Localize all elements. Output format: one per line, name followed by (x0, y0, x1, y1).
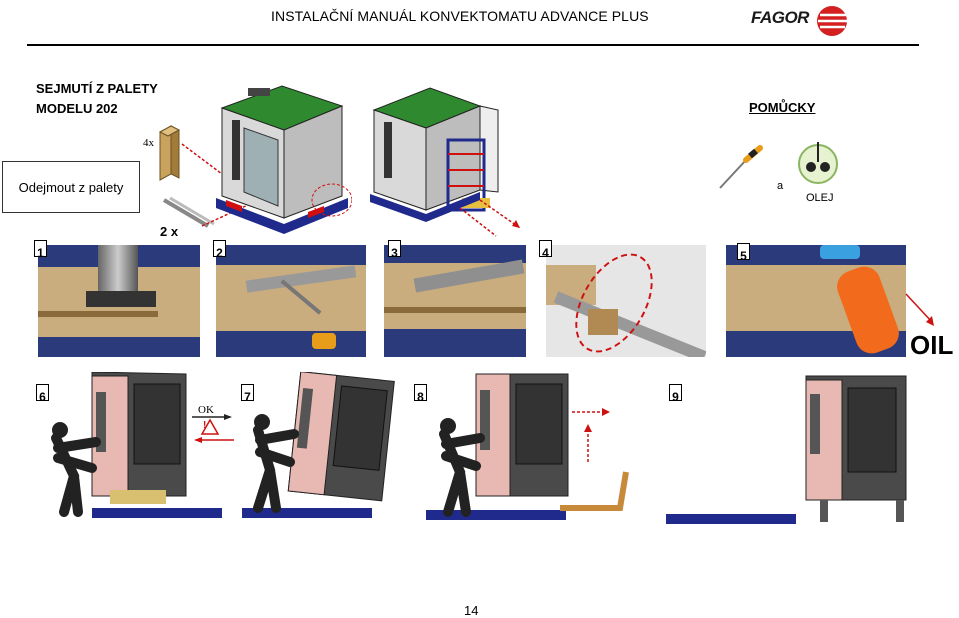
section-title-line2: MODELU 202 (36, 101, 118, 116)
brand-wordmark: FAGOR (751, 8, 809, 27)
rails-icon (162, 196, 215, 228)
step-5-photo (726, 245, 906, 357)
step-number-8: 8 (414, 384, 427, 404)
instruction-box: Odejmout z palety (2, 161, 140, 213)
oil-label: OLEJ (806, 192, 834, 204)
warning-icon: ! (203, 420, 207, 431)
step-number-7: 7 (241, 384, 254, 404)
step-7-illustration (242, 372, 395, 518)
step-8-illustration (426, 373, 629, 520)
step-number-6: 6 (36, 384, 49, 404)
step-number-9: 9 (669, 384, 682, 404)
document-title: INSTALAČNÍ MANUÁL KONVEKTOMATU ADVANCE P… (271, 8, 649, 24)
step-2-photo (216, 245, 366, 357)
step-6-illustration (51, 372, 222, 518)
qty-rails-label: 2 x (160, 224, 179, 239)
step-3-photo (384, 245, 526, 357)
tools-title: POMŮCKY (749, 100, 816, 115)
tilt-ok-label: OK (198, 404, 214, 416)
page-number: 14 (464, 603, 479, 618)
header-divider (27, 44, 919, 46)
oil-icon (798, 142, 838, 184)
step-number-4: 4 (539, 240, 552, 260)
step-1-photo (38, 245, 200, 357)
fagor-logo (817, 6, 847, 36)
step-number-2: 2 (213, 240, 226, 260)
step-number-5: 5 (737, 243, 750, 263)
step-number-3: 3 (388, 240, 401, 260)
tilt-arrows (192, 414, 234, 443)
step-4-photo (546, 245, 706, 357)
qty-blocks-label: 4x (143, 137, 154, 149)
section-title: SEJMUTÍ Z PALETY MODELU 202 (36, 79, 158, 119)
oven-on-pallet-illustration (216, 85, 352, 234)
arrow-rail-to-pallet (201, 203, 251, 227)
oil-big-label: OIL (910, 330, 954, 360)
oil-arrow (905, 293, 934, 326)
wood-block-icon (158, 125, 181, 181)
section-title-line1: SEJMUTÍ Z PALETY (36, 81, 158, 96)
screwdriver-icon (719, 145, 763, 189)
instruction-text: Odejmout z palety (18, 179, 124, 195)
tools-conjunction: a (777, 180, 784, 192)
step-9-illustration (666, 375, 907, 524)
step-number-1: 1 (34, 240, 47, 260)
oven-with-trolley-illustration (370, 87, 521, 237)
